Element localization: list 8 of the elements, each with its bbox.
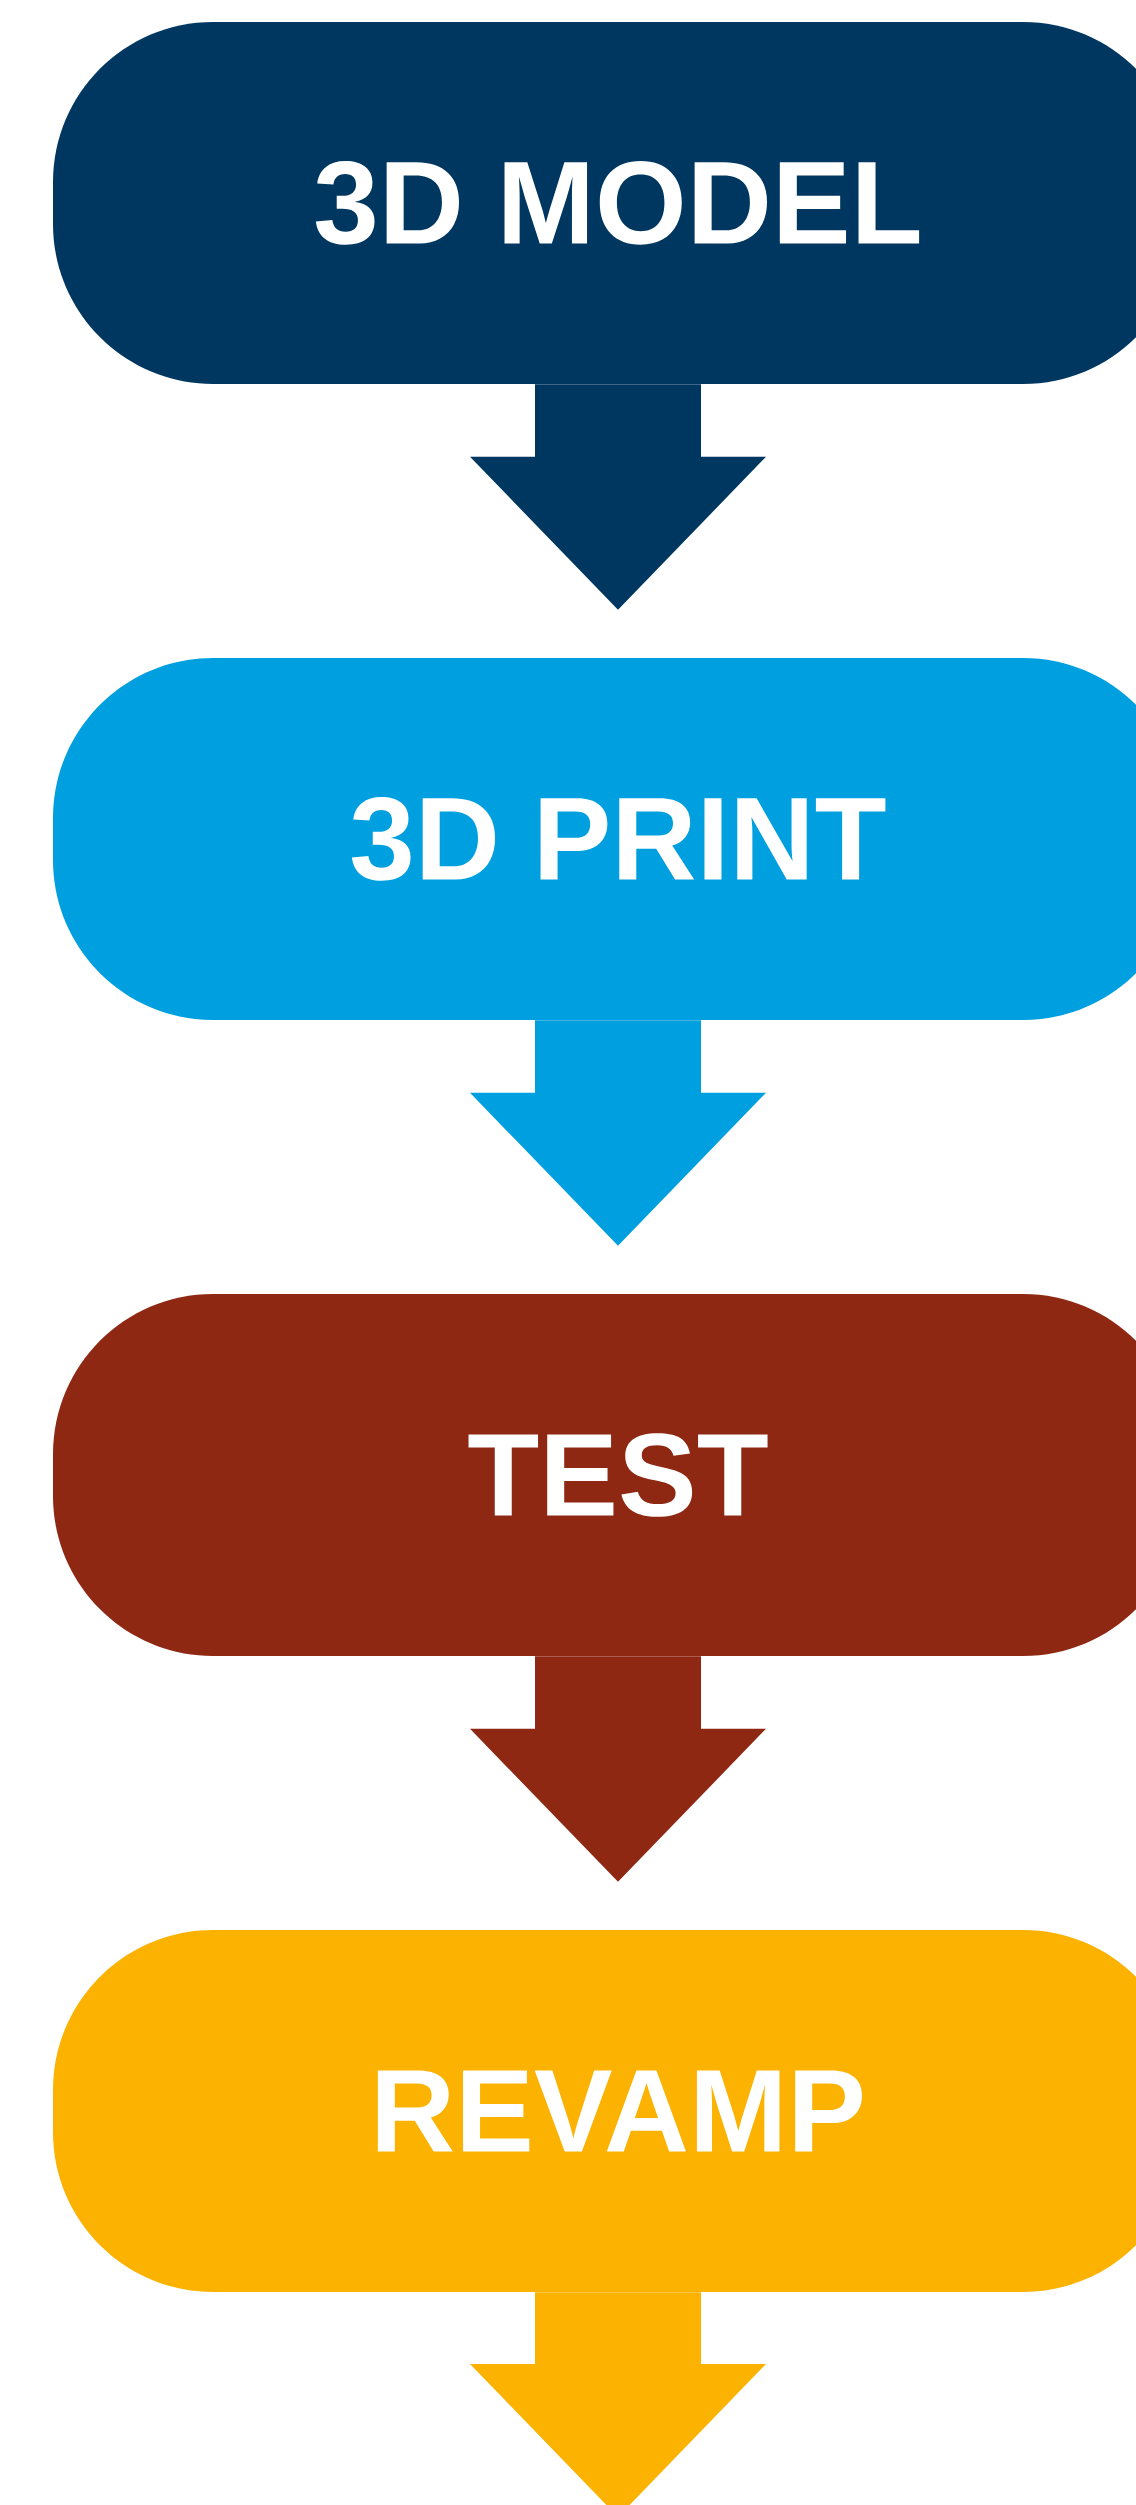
process-box: REVAMP bbox=[53, 1930, 1136, 2292]
block-arrow bbox=[470, 2292, 766, 2505]
block-arrow bbox=[470, 1020, 766, 1246]
block-arrow bbox=[470, 1656, 766, 1882]
process-box: 3D MODEL bbox=[53, 21, 1136, 384]
block-arrow bbox=[470, 384, 766, 610]
process-box: TEST bbox=[53, 1294, 1136, 1656]
process-box: 3D PRINT bbox=[53, 658, 1136, 1020]
